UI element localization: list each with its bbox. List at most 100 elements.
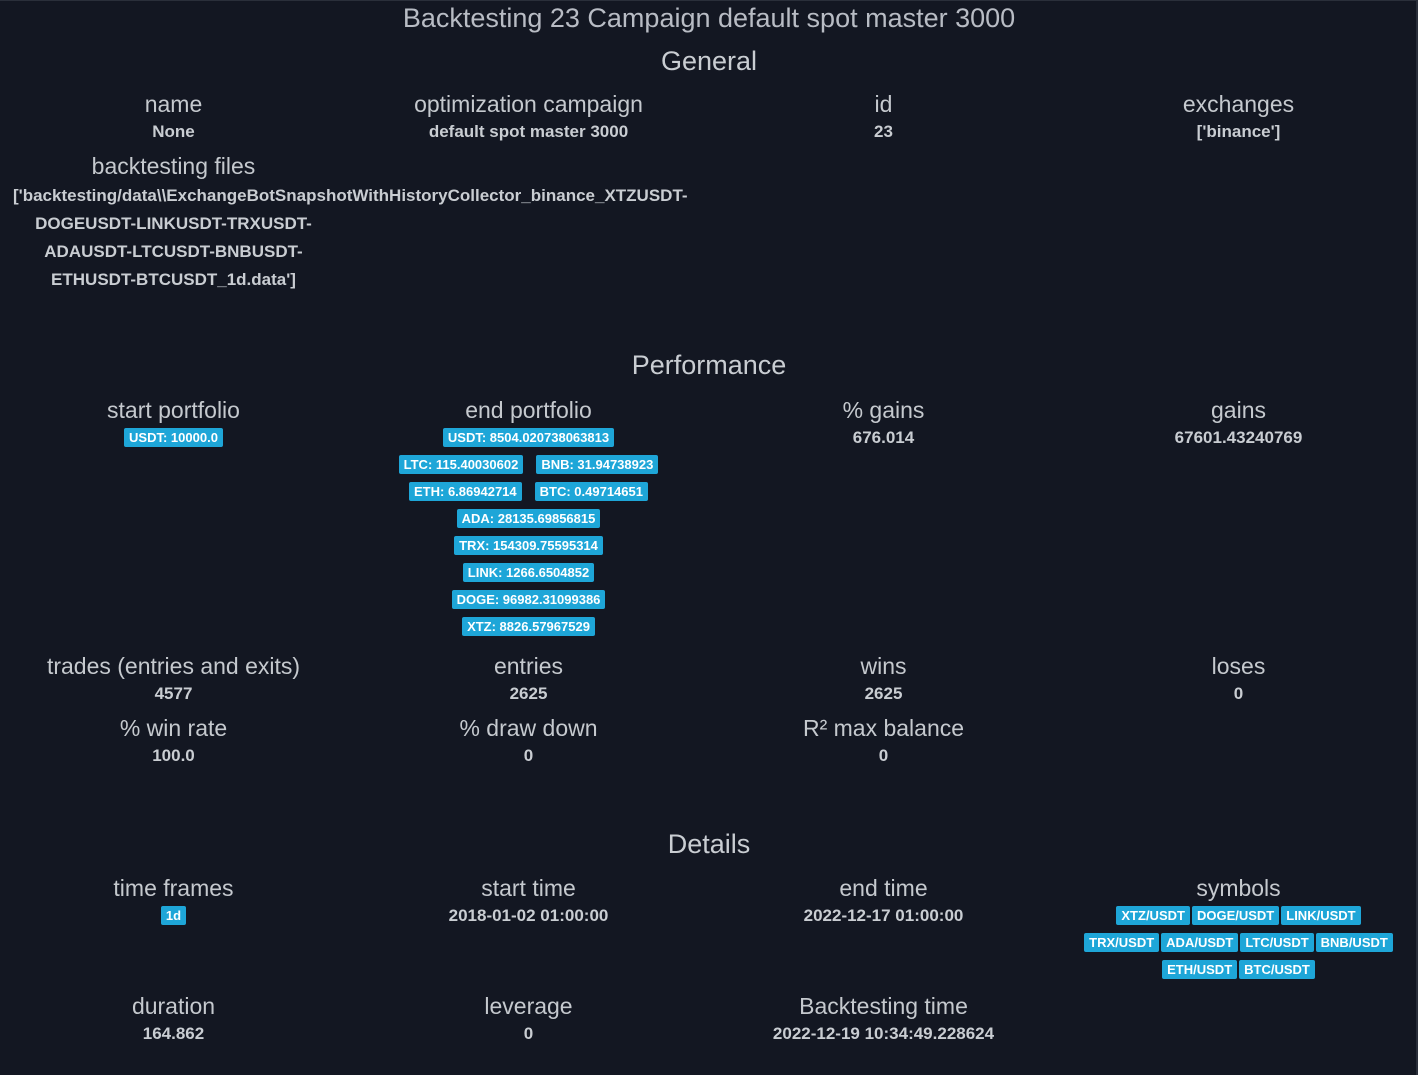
symbol-badge: ADA/USDT xyxy=(1161,933,1239,952)
symbol-badge: XTZ/USDT xyxy=(1116,906,1190,925)
end-portfolio-label: end portfolio xyxy=(465,397,592,423)
symbol-badge: DOGE/USDT xyxy=(1191,906,1280,925)
portfolio-badge: USDT: 8504.020738063813 xyxy=(442,428,615,447)
exchanges-value: ['binance'] xyxy=(1196,122,1281,141)
time-frames: time frames 1d xyxy=(0,874,347,925)
end-portfolio: end portfolio USDT: 8504.020738063813 LT… xyxy=(355,396,702,644)
symbol-badge: TRX/USDT xyxy=(1084,933,1160,952)
symbol-badge: BNB/USDT xyxy=(1315,933,1393,952)
backtesting-time-value: 2022-12-19 10:34:49.228624 xyxy=(772,1024,995,1043)
wins: wins 2625 xyxy=(710,652,1057,705)
files-line: DOGEUSDT-LINKUSDT-TRXUSDT- xyxy=(35,214,312,233)
exchanges-label: exchanges xyxy=(1182,91,1295,117)
campaign-value: default spot master 3000 xyxy=(428,122,629,141)
duration: duration 164.862 xyxy=(0,992,347,1045)
symbol-badge: ETH/USDT xyxy=(1162,960,1238,979)
entries-label: entries xyxy=(493,653,564,679)
time-frames-badges: 1d xyxy=(0,906,347,925)
id-value: 23 xyxy=(874,122,893,141)
general-id: id 23 xyxy=(710,90,1057,143)
start-portfolio-badges: USDT: 10000.0 xyxy=(0,428,347,447)
files-line: ['backtesting/data\\ExchangeBotSnapshotW… xyxy=(13,186,688,205)
symbol-badge: BTC/USDT xyxy=(1239,960,1315,979)
pct-gains-label: % gains xyxy=(842,397,925,423)
general-exchanges: exchanges ['binance'] xyxy=(1065,90,1412,143)
win-rate-value: 100.0 xyxy=(152,746,195,765)
pct-gains: % gains 676.014 xyxy=(710,396,1057,449)
pct-gains-value: 676.014 xyxy=(852,428,915,447)
start-time: start time 2018-01-02 01:00:00 xyxy=(355,874,702,927)
general-campaign: optimization campaign default spot maste… xyxy=(355,90,702,143)
trades-label: trades (entries and exits) xyxy=(46,653,301,679)
start-time-label: start time xyxy=(481,875,576,901)
time-frame-badge: 1d xyxy=(160,906,187,925)
leverage: leverage 0 xyxy=(355,992,702,1045)
window-top-border xyxy=(0,0,1418,1)
draw-down-value: 0 xyxy=(523,746,534,765)
start-time-value: 2018-01-02 01:00:00 xyxy=(448,906,609,925)
duration-value: 164.862 xyxy=(142,1024,205,1043)
draw-down-label: % draw down xyxy=(459,715,598,741)
loses-value: 0 xyxy=(1233,684,1244,703)
window-right-border xyxy=(1416,0,1418,1075)
end-time-label: end time xyxy=(839,875,928,901)
gains: gains 67601.43240769 xyxy=(1065,396,1412,449)
r2-label: R² max balance xyxy=(802,715,965,741)
files-line: ETHUSDT-BTCUSDT_1d.data'] xyxy=(51,270,296,289)
loses: loses 0 xyxy=(1065,652,1412,705)
win-rate: % win rate 100.0 xyxy=(0,714,347,767)
end-time: end time 2022-12-17 01:00:00 xyxy=(710,874,1057,927)
campaign-label: optimization campaign xyxy=(414,91,643,117)
portfolio-badge: LINK: 1266.6504852 xyxy=(462,563,595,582)
r2-max-balance: R² max balance 0 xyxy=(710,714,1057,767)
loses-label: loses xyxy=(1211,653,1266,679)
portfolio-badge: DOGE: 96982.31099386 xyxy=(451,590,606,609)
portfolio-badge: BTC: 0.49714651 xyxy=(534,482,648,501)
leverage-value: 0 xyxy=(523,1024,534,1043)
files-label: backtesting files xyxy=(91,153,256,179)
entries-value: 2625 xyxy=(509,684,548,703)
section-title-details: Details xyxy=(667,829,751,859)
portfolio-badge: BNB: 31.94738923 xyxy=(536,455,659,474)
portfolio-badge: XTZ: 8826.57967529 xyxy=(462,617,595,636)
page-title: Backtesting 23 Campaign default spot mas… xyxy=(402,3,1016,33)
trades-value: 4577 xyxy=(154,684,193,703)
backtesting-time-label: Backtesting time xyxy=(799,993,968,1019)
gains-label: gains xyxy=(1211,397,1266,423)
leverage-label: leverage xyxy=(484,993,573,1019)
portfolio-badge: TRX: 154309.75595314 xyxy=(454,536,603,555)
end-time-value: 2022-12-17 01:00:00 xyxy=(803,906,964,925)
symbol-badge: LTC/USDT xyxy=(1240,933,1314,952)
start-portfolio: start portfolio USDT: 10000.0 xyxy=(0,396,347,447)
wins-value: 2625 xyxy=(864,684,903,703)
portfolio-badge: ETH: 6.86942714 xyxy=(409,482,522,501)
section-title-performance: Performance xyxy=(631,350,787,380)
symbols-label: symbols xyxy=(1196,875,1281,901)
id-label: id xyxy=(874,91,893,117)
general-backtesting-files: backtesting files xyxy=(0,152,347,180)
name-value: None xyxy=(152,122,195,141)
portfolio-badge: ADA: 28135.69856815 xyxy=(456,509,601,528)
name-label: name xyxy=(144,91,203,117)
entries: entries 2625 xyxy=(355,652,702,705)
wins-label: wins xyxy=(860,653,907,679)
files-line: ADAUSDT-LTCUSDT-BNBUSDT- xyxy=(44,242,303,261)
r2-value: 0 xyxy=(878,746,889,765)
start-portfolio-label: start portfolio xyxy=(107,397,240,423)
files-value: ['backtesting/data\\ExchangeBotSnapshotW… xyxy=(0,182,688,294)
trades: trades (entries and exits) 4577 xyxy=(0,652,347,705)
symbol-badge: LINK/USDT xyxy=(1281,906,1361,925)
win-rate-label: % win rate xyxy=(119,715,228,741)
section-title-general: General xyxy=(660,46,758,76)
backtesting-time: Backtesting time 2022-12-19 10:34:49.228… xyxy=(710,992,1057,1045)
end-portfolio-badges: USDT: 8504.020738063813 LTC: 115.4003060… xyxy=(355,428,702,636)
portfolio-badge: USDT: 10000.0 xyxy=(124,428,223,447)
gains-value: 67601.43240769 xyxy=(1174,428,1303,447)
time-frames-label: time frames xyxy=(113,875,234,901)
general-name: name None xyxy=(0,90,347,143)
duration-label: duration xyxy=(131,993,216,1019)
portfolio-badge: LTC: 115.40030602 xyxy=(398,455,524,474)
draw-down: % draw down 0 xyxy=(355,714,702,767)
